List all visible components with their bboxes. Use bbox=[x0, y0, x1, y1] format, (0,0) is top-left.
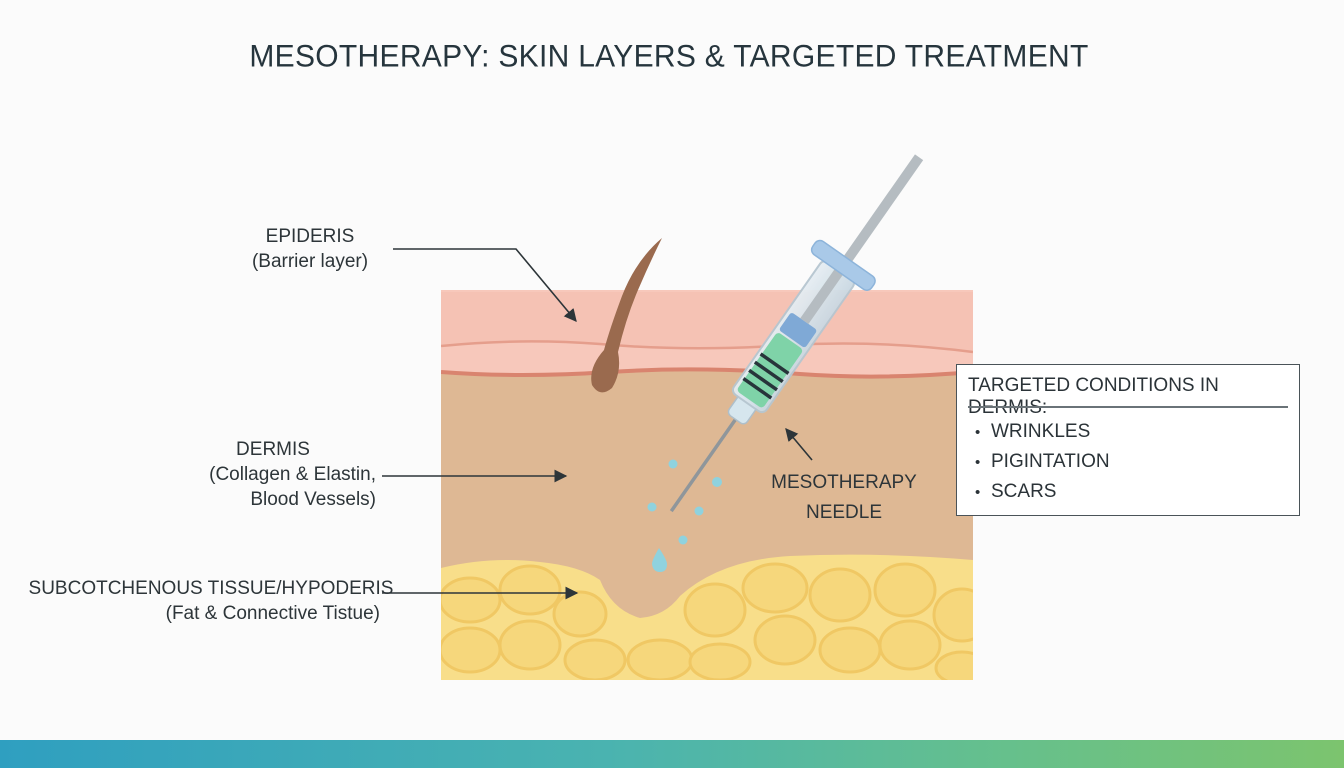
epidermis-name: EPIDERIS bbox=[265, 226, 355, 247]
leader-lines bbox=[382, 248, 813, 600]
bullet-icon: • bbox=[975, 484, 981, 501]
subcutaneous-name: SUBCOTCHENOUS TISSUE/HYPODERIS bbox=[28, 578, 394, 599]
finger-flange bbox=[810, 239, 876, 291]
footer-gradient-bar bbox=[0, 740, 1344, 768]
dermis-label: DERMIS (Collagen & Elastin, Blood Vessel… bbox=[196, 437, 376, 512]
droplet bbox=[668, 459, 678, 469]
droplet bbox=[647, 502, 657, 512]
epidermis-desc: (Barrier layer) bbox=[251, 251, 369, 272]
epidermis-leader bbox=[393, 248, 577, 322]
condition-label: SCARS bbox=[991, 481, 1057, 502]
page-title: MESOTHERAPY: SKIN LAYERS & TARGETED TREA… bbox=[249, 38, 1089, 74]
hair-shaft bbox=[591, 238, 662, 393]
droplet bbox=[652, 548, 667, 572]
needle-leader bbox=[785, 428, 813, 461]
droplet bbox=[694, 506, 704, 516]
barrel-stripes bbox=[742, 352, 790, 400]
epidermis-label: EPIDERIS (Barrier layer) bbox=[230, 224, 390, 274]
serum-droplets bbox=[647, 459, 722, 572]
list-item: • SCARS bbox=[975, 477, 1110, 507]
conditions-list: • WRINKLES • PIGINTATION • SCARS bbox=[975, 417, 1110, 507]
dermis-desc-line2: Blood Vessels) bbox=[250, 489, 376, 510]
list-item: • WRINKLES bbox=[975, 417, 1110, 447]
subcutaneous-desc: (Fat & Connective Tistue) bbox=[165, 603, 380, 624]
heading-divider bbox=[968, 406, 1288, 408]
droplet bbox=[678, 535, 688, 545]
needle-label-line1: MESOTHERAPY bbox=[771, 472, 917, 493]
epidermis-line-upper bbox=[441, 340, 973, 354]
dermis-desc-line1: (Collagen & Elastin, bbox=[209, 464, 376, 485]
bullet-icon: • bbox=[975, 424, 981, 441]
plunger-stopper bbox=[779, 313, 817, 348]
plunger-rod bbox=[800, 154, 924, 324]
epidermis-line-lower bbox=[441, 367, 973, 379]
needle-tip bbox=[669, 416, 739, 513]
epidermis-top-band bbox=[441, 292, 973, 352]
syringe bbox=[669, 154, 924, 513]
condition-label: WRINKLES bbox=[991, 421, 1091, 442]
dermis-name: DERMIS bbox=[236, 439, 310, 460]
bullet-icon: • bbox=[975, 454, 981, 471]
fat-cells bbox=[441, 562, 973, 680]
list-item: • PIGINTATION bbox=[975, 447, 1110, 477]
conditions-heading: TARGETED CONDITIONS IN DERMIS: bbox=[968, 375, 1219, 418]
needle-label-line2: NEEDLE bbox=[805, 502, 883, 523]
targeted-conditions-box: TARGETED CONDITIONS IN DERMIS: • WRINKLES… bbox=[956, 364, 1300, 516]
serum-fill bbox=[737, 333, 803, 408]
condition-label: PIGINTATION bbox=[991, 451, 1110, 472]
subcutaneous-label: SUBCOTCHENOUS TISSUE/HYPODERIS (Fat & Co… bbox=[28, 576, 394, 626]
needle-label: MESOTHERAPY NEEDLE bbox=[764, 468, 924, 528]
droplet bbox=[712, 477, 722, 487]
